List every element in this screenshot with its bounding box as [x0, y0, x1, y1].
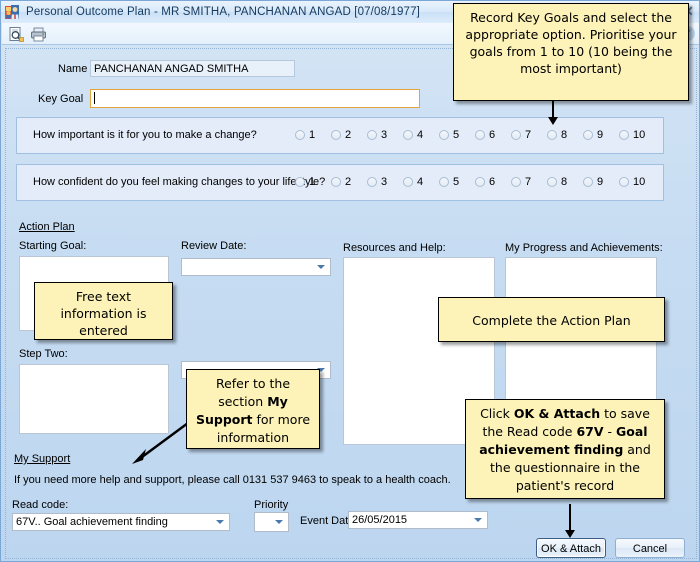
- annotation-text-part: Click: [480, 406, 514, 421]
- radio-confidence-6[interactable]: 6: [475, 176, 511, 188]
- radio-importance-7[interactable]: 7: [511, 129, 547, 141]
- radio-confidence-1[interactable]: 1: [295, 176, 331, 188]
- radio-dot: [475, 129, 485, 140]
- radio-importance-3[interactable]: 3: [367, 129, 403, 141]
- annotation-free-text: Free text information is entered: [34, 282, 173, 340]
- step-two-textarea[interactable]: [19, 364, 169, 434]
- radio-dot: [367, 129, 377, 140]
- radio-dot: [403, 129, 413, 140]
- radio-confidence-10[interactable]: 10: [619, 176, 655, 188]
- radio-confidence-2[interactable]: 2: [331, 176, 367, 188]
- annotation-arrow-to-scale: [547, 101, 559, 125]
- starting-goal-label: Starting Goal:: [19, 240, 87, 252]
- name-label: Name: [58, 63, 88, 75]
- read-code-label: Read code:: [12, 499, 69, 511]
- step-two-label: Step Two:: [19, 348, 68, 360]
- name-field: PANCHANAN ANGAD SMITHA: [90, 60, 295, 77]
- radio-dot: [331, 176, 341, 187]
- radio-importance-2[interactable]: 2: [331, 129, 367, 141]
- radio-dot: [367, 176, 377, 187]
- review-date-combo[interactable]: [181, 258, 331, 276]
- annotation-key-goals: Record Key Goals and select the appropri…: [453, 3, 689, 101]
- radio-importance-5[interactable]: 5: [439, 129, 475, 141]
- radio-importance-4[interactable]: 4: [403, 129, 439, 141]
- event-date-combo[interactable]: 26/05/2015: [348, 511, 488, 529]
- action-plan-heading: Action Plan: [19, 221, 75, 233]
- annotation-text-part: -: [603, 424, 616, 439]
- radio-importance-8[interactable]: 8: [547, 129, 583, 141]
- radio-confidence-7[interactable]: 7: [511, 176, 547, 188]
- radio-dot: [619, 176, 629, 187]
- annotation-text-bold: My Support: [195, 394, 288, 427]
- review-date-label: Review Date:: [181, 240, 247, 252]
- event-date-label: Event Date: [300, 515, 355, 527]
- radio-confidence-9[interactable]: 9: [583, 176, 619, 188]
- key-goal-input[interactable]: [90, 89, 420, 108]
- radio-dot: [583, 176, 593, 187]
- print-preview-icon[interactable]: [8, 26, 25, 43]
- annotation-text-part: for more information: [216, 412, 311, 445]
- radio-dot: [583, 129, 593, 140]
- my-support-text: If you need more help and support, pleas…: [14, 474, 451, 486]
- radio-dot: [547, 129, 557, 140]
- importance-radio-row: 1 2 3 4 5 6 7 8 9 10: [295, 129, 655, 141]
- people-icon: [5, 4, 21, 20]
- annotation-text-part: Refer to the section: [215, 376, 291, 409]
- chevron-down-icon: [317, 265, 325, 269]
- annotation-arrow-to-my-support: [126, 419, 196, 465]
- radio-dot: [511, 176, 521, 187]
- read-code-value: 67V.. Goal achievement finding: [16, 516, 168, 528]
- annotation-text-bold: OK & Attach: [513, 406, 601, 421]
- chevron-down-icon: [474, 518, 482, 522]
- cancel-button[interactable]: Cancel: [615, 538, 685, 558]
- radio-confidence-5[interactable]: 5: [439, 176, 475, 188]
- radio-dot: [439, 176, 449, 187]
- confidence-question: How confident do you feel making changes…: [33, 175, 326, 188]
- importance-scale-group: How important is it for you to make a ch…: [16, 117, 664, 154]
- annotation-text-bold: Goal achievement finding: [479, 424, 648, 457]
- radio-dot: [295, 176, 305, 187]
- chevron-down-icon: [216, 520, 224, 524]
- radio-dot: [619, 129, 629, 140]
- radio-dot: [331, 129, 341, 140]
- confidence-scale-group: How confident do you feel making changes…: [16, 164, 664, 201]
- radio-importance-6[interactable]: 6: [475, 129, 511, 141]
- printer-icon[interactable]: [30, 26, 47, 43]
- radio-dot: [403, 176, 413, 187]
- radio-confidence-3[interactable]: 3: [367, 176, 403, 188]
- radio-dot: [511, 129, 521, 140]
- form-client-area: [5, 48, 697, 559]
- my-support-heading: My Support: [14, 453, 71, 465]
- ok-attach-button[interactable]: OK & Attach: [536, 538, 606, 558]
- resources-label: Resources and Help:: [343, 242, 446, 254]
- annotation-arrow-to-ok-button: [564, 504, 576, 540]
- priority-combo[interactable]: [254, 512, 289, 532]
- radio-importance-1[interactable]: 1: [295, 129, 331, 141]
- read-code-combo[interactable]: 67V.. Goal achievement finding: [12, 513, 230, 531]
- radio-importance-9[interactable]: 9: [583, 129, 619, 141]
- radio-confidence-4[interactable]: 4: [403, 176, 439, 188]
- annotation-text-part: and the questionnaire in the patient's r…: [490, 442, 651, 493]
- radio-dot: [475, 176, 485, 187]
- importance-question: How important is it for you to make a ch…: [33, 128, 257, 141]
- confidence-radio-row: 1 2 3 4 5 6 7 8 9 10: [295, 176, 655, 188]
- progress-label: My Progress and Achievements:: [505, 242, 663, 254]
- annotation-text-part: to save the Read code: [482, 406, 650, 439]
- key-goal-label: Key Goal: [38, 93, 84, 105]
- radio-dot: [295, 129, 305, 140]
- radio-confidence-8[interactable]: 8: [547, 176, 583, 188]
- radio-dot: [439, 129, 449, 140]
- radio-importance-10[interactable]: 10: [619, 129, 655, 141]
- chevron-down-icon: [275, 520, 283, 524]
- event-date-value: 26/05/2015: [352, 514, 408, 526]
- annotation-text-bold: 67V: [576, 424, 604, 439]
- radio-dot: [547, 176, 557, 187]
- chevron-down-icon: [317, 368, 325, 372]
- annotation-complete-action-plan: Complete the Action Plan: [438, 297, 665, 342]
- priority-label: Priority: [254, 499, 289, 511]
- annotation-my-support-ref: Refer to the section My Support for more…: [186, 369, 320, 449]
- annotation-ok-attach: Click OK & Attach to save the Read code …: [465, 399, 665, 499]
- window-title: Personal Outcome Plan - MR SMITHA, PANCH…: [26, 6, 420, 18]
